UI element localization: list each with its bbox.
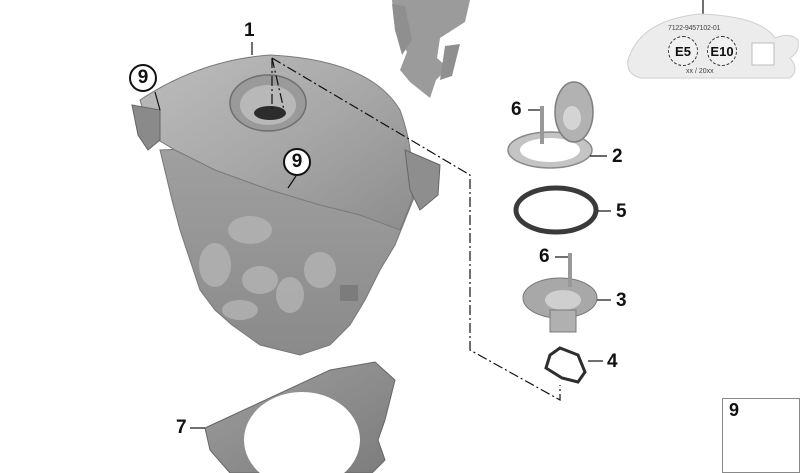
legend-number: 9 (729, 400, 740, 420)
label-part-code: 7122-9457102-01 (668, 25, 721, 32)
callout-3[interactable]: 3 (616, 290, 627, 311)
fuel-tank-part (131, 54, 441, 356)
callout-6-upper[interactable]: 6 (511, 99, 522, 120)
callout-9-center[interactable]: 9 (283, 148, 311, 176)
filler-cap-part (507, 81, 594, 169)
label-date: xx / 20xx (686, 68, 714, 75)
badge-e10: E10 (707, 36, 737, 66)
leader-lines (154, 0, 704, 429)
callout-9-left[interactable]: 9 (129, 64, 157, 92)
screw-parts (540, 106, 572, 287)
lower-trim-panel-part (204, 361, 396, 473)
callout-6-lower[interactable]: 6 (539, 246, 550, 267)
callout-1[interactable]: 1 (244, 20, 255, 41)
callout-2[interactable]: 2 (612, 146, 623, 167)
filler-neck-part (522, 277, 598, 333)
callout-7[interactable]: 7 (176, 417, 187, 438)
callout-4[interactable]: 4 (607, 351, 618, 372)
side-cover-part (392, 0, 470, 98)
assembly-lines (271, 57, 561, 402)
seal-ring-part (513, 185, 599, 235)
badge-e5: E5 (668, 36, 698, 66)
gasket-part (544, 346, 587, 384)
callout-5[interactable]: 5 (616, 201, 627, 222)
